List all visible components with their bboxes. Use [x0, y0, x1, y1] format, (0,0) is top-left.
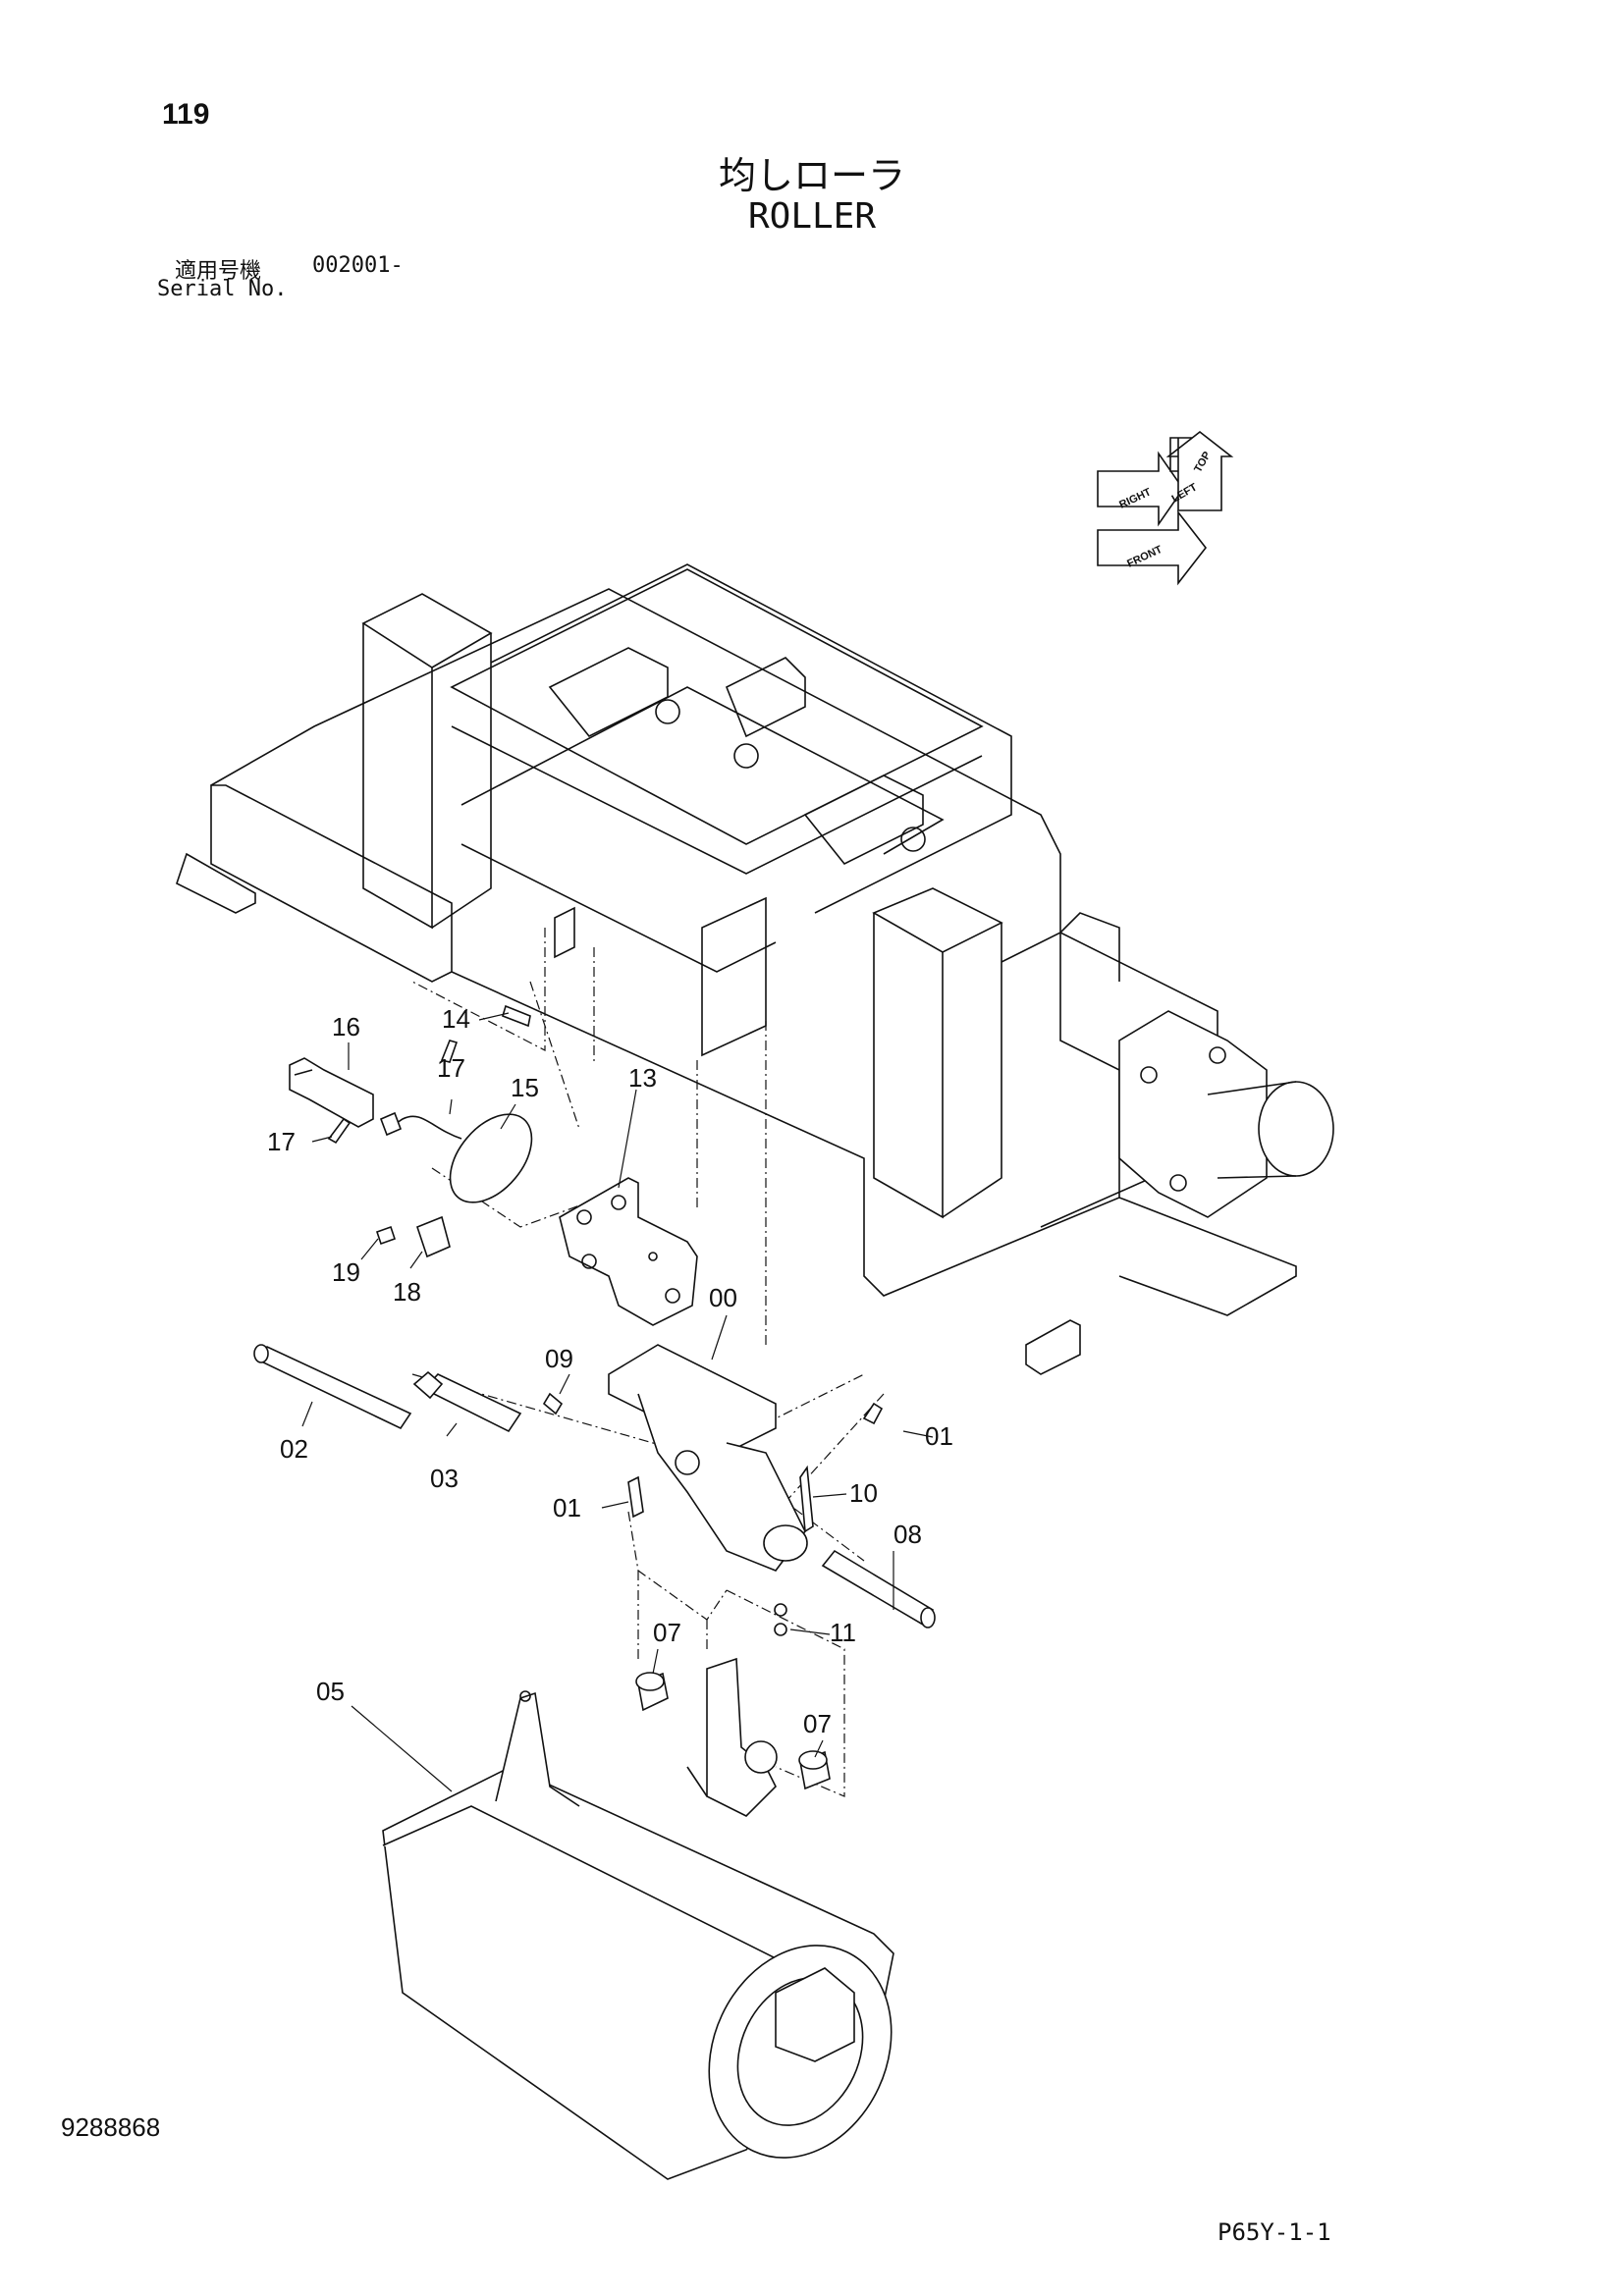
- part-08-pin: [821, 1549, 936, 1629]
- serial-number-value: 002001-: [312, 253, 404, 278]
- part-15-sensor: [379, 1111, 533, 1203]
- callout-19: 19: [332, 1257, 360, 1287]
- callout-17-upper: 17: [437, 1053, 465, 1083]
- part-16-bracket: [289, 1057, 374, 1128]
- document-number: 9288868: [61, 2112, 161, 2142]
- small-fasteners: [327, 1004, 884, 1636]
- page-number: 119: [162, 98, 210, 131]
- callout-02: 02: [280, 1434, 308, 1464]
- callout-10: 10: [849, 1478, 878, 1508]
- leader-lines: [301, 1012, 934, 1792]
- callout-14: 14: [442, 1004, 470, 1034]
- orientation-compass: TOP LEFT RIGHT FRONT: [1097, 430, 1234, 586]
- callout-09: 09: [545, 1344, 573, 1373]
- compass-right-arrow: [1097, 451, 1184, 527]
- callout-07-lower: 07: [803, 1709, 832, 1738]
- callout-11: 11: [830, 1618, 856, 1647]
- callout-17-lower: 17: [267, 1127, 296, 1156]
- callout-07-upper: 07: [653, 1618, 681, 1647]
- callout-08: 08: [893, 1520, 922, 1549]
- part-00-arm-bracket: [608, 1344, 808, 1572]
- callout-16: 16: [332, 1012, 360, 1041]
- callout-13: 13: [628, 1063, 657, 1093]
- callout-03: 03: [430, 1464, 459, 1493]
- part-03-shaft: [412, 1370, 522, 1433]
- page-code: P65Y-1-1: [1218, 2218, 1331, 2246]
- callout-05: 05: [316, 1677, 345, 1706]
- motor-end-cap: [1258, 1081, 1334, 1177]
- title-japanese: 均しローラ: [718, 154, 905, 197]
- serial-label-english: Serial No.: [157, 277, 288, 301]
- title-english: ROLLER: [747, 196, 877, 237]
- callout-15: 15: [511, 1073, 539, 1102]
- part-02-pin: [253, 1344, 412, 1430]
- callout-00: 00: [709, 1283, 737, 1312]
- part-13-plate: [559, 1177, 698, 1326]
- compass-top-arrow: [1165, 430, 1234, 511]
- serial-label-japanese: 適用号機: [175, 259, 262, 284]
- compass-front-arrow: [1097, 509, 1208, 586]
- machine-frame: [176, 563, 1334, 1375]
- callout-01-right: 01: [925, 1421, 953, 1451]
- part-07-bushings: [635, 1672, 831, 1790]
- part-05-roller: [382, 1657, 894, 2180]
- callout-18: 18: [393, 1277, 421, 1307]
- callout-01-left: 01: [553, 1493, 581, 1522]
